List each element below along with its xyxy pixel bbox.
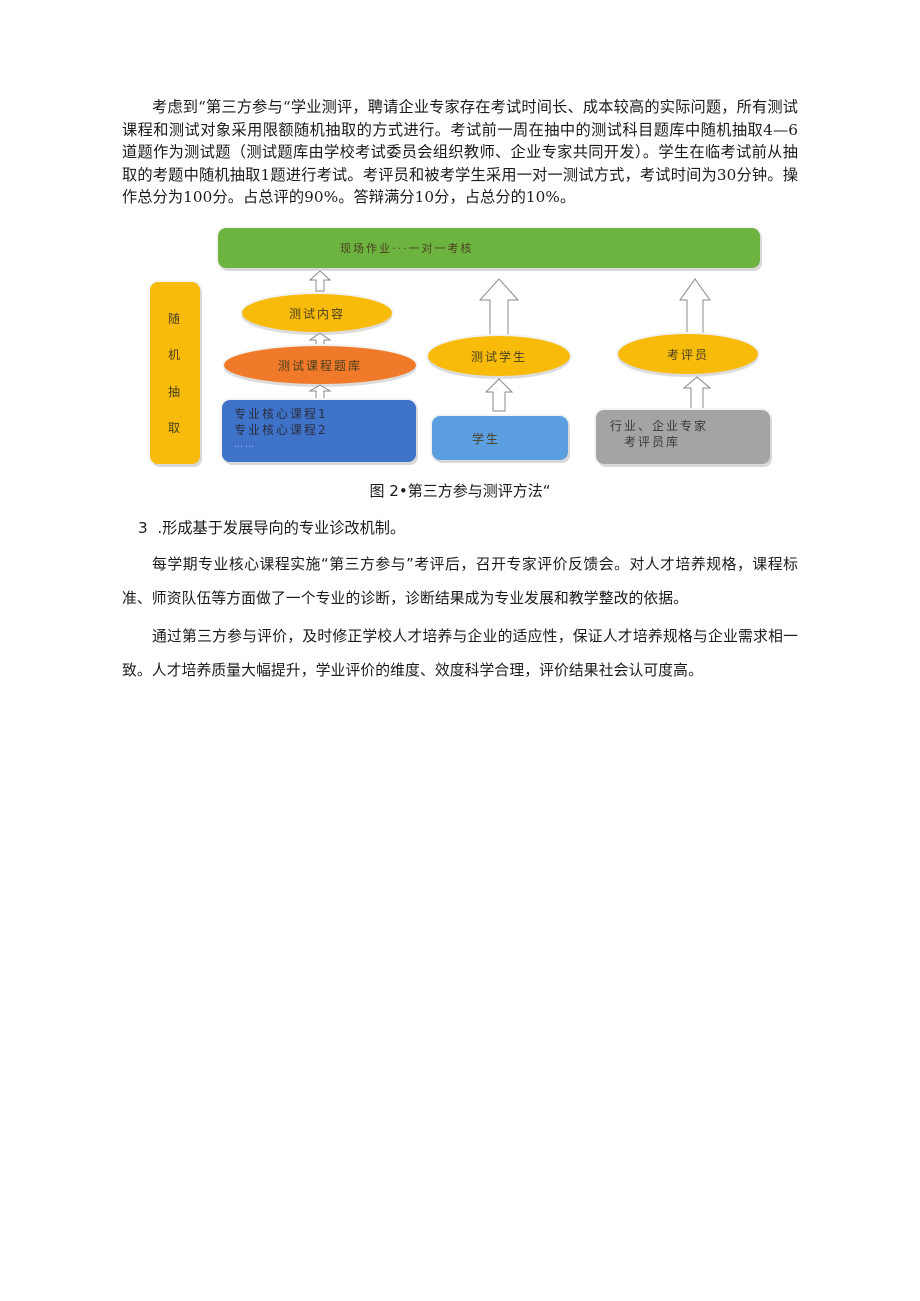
diagnosis-paragraph: 每学期专业核心课程实施“第三方参与”考评后，召开专家评价反馈会。对人才培养规格，… [122, 556, 798, 607]
test-content-ellipse: 测试内容 [242, 294, 392, 332]
onsite-assessment-label: 现场作业···一对一考核 [340, 242, 474, 255]
random-char-4: 取 [167, 421, 182, 436]
core-course-2: 专业核心课程2 [234, 423, 328, 437]
arrow-up-icon [308, 384, 332, 400]
arrow-up-icon [308, 270, 332, 292]
arrow-up-icon [478, 278, 520, 338]
core-course-1: 专业核心课程1 [234, 407, 328, 421]
examiners-label: 考评员 [666, 347, 709, 362]
onsite-assessment-bar: 现场作业···一对一考核 [218, 228, 760, 268]
core-course-more: …… [234, 440, 256, 450]
examiner-bank-line-1: 行业、企业专家 [610, 419, 709, 433]
examiners-ellipse: 考评员 [618, 334, 758, 374]
random-char-2: 机 [167, 348, 182, 363]
random-char-3: 抽 [167, 384, 182, 399]
figure-caption: 图 2•第三方参与测评方法“ [369, 482, 551, 500]
random-selection-bar: 随 机 抽 取 [150, 282, 200, 464]
students-box: 学生 [432, 416, 568, 460]
test-students-label: 测试学生 [470, 349, 527, 364]
intro-paragraph: 考虑到“第三方参与“学业测评，聘请企业专家存在考试时间长、成本较高的实际问题，所… [122, 98, 798, 206]
test-content-label: 测试内容 [288, 306, 345, 321]
assessment-method-diagram: 现场作业···一对一考核 随 机 抽 取 测试内容 测试课程题库 专业核心课程1… [148, 226, 773, 468]
course-bank-ellipse: 测试课程题库 [224, 346, 416, 384]
section-heading: 3 .形成基于发展导向的专业诊改机制。 [138, 519, 406, 537]
conclusion-paragraph: 通过第三方参与评价，及时修正学校人才培养与企业的适应性，保证人才培养规格与企业需… [122, 628, 798, 679]
arrow-up-icon [682, 376, 712, 410]
random-char-1: 随 [167, 311, 182, 326]
examiner-bank-box: 行业、企业专家 考评员库 [596, 410, 770, 464]
examiner-bank-line-2: 考评员库 [624, 435, 681, 449]
core-courses-box: 专业核心课程1 专业核心课程2 …… [222, 400, 416, 462]
test-students-ellipse: 测试学生 [428, 336, 570, 376]
students-label: 学生 [472, 431, 501, 446]
arrow-up-icon [679, 278, 711, 338]
course-bank-label: 测试课程题库 [277, 358, 362, 373]
arrow-up-icon [484, 378, 514, 412]
